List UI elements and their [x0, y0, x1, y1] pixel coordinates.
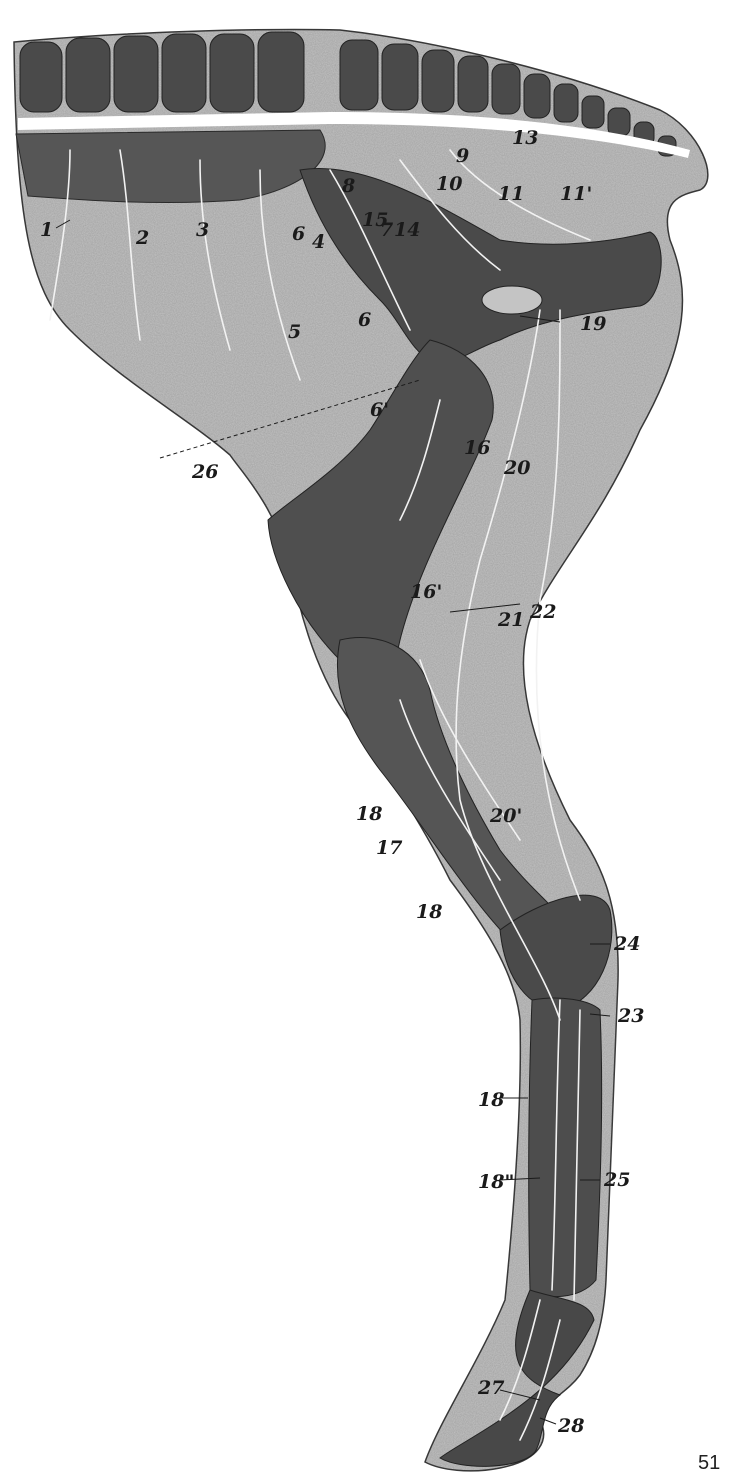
label-16: 16 — [464, 437, 490, 459]
page-number: 51 — [698, 1452, 720, 1475]
obturator-foramen — [482, 286, 542, 314]
label-11: 11 — [498, 183, 524, 205]
label-10: 10 — [436, 173, 462, 195]
label-20a: 20' — [489, 805, 522, 827]
cannon-bone — [529, 998, 602, 1297]
label-13: 13 — [512, 127, 538, 149]
label-19: 19 — [580, 313, 606, 335]
label-17: 17 — [376, 837, 402, 859]
label-20: 20 — [503, 457, 530, 479]
label-11a: 11' — [560, 183, 592, 205]
label-18a: 18 — [356, 803, 382, 825]
label-2: 2 — [135, 227, 149, 249]
label-27: 27 — [477, 1377, 504, 1399]
label-26: 26 — [191, 461, 218, 483]
label-6a: 6' — [370, 399, 389, 421]
label-18d: 18" — [478, 1171, 514, 1193]
label-8: 8 — [341, 175, 355, 197]
label-18c: 18 — [478, 1089, 504, 1111]
label-21: 21 — [497, 609, 524, 631]
label-9: 9 — [456, 145, 469, 167]
label-25: 25 — [603, 1169, 630, 1191]
label-1: 1 — [40, 219, 53, 241]
label-4: 4 — [312, 231, 325, 253]
label-22: 22 — [529, 601, 556, 623]
label-3: 3 — [196, 219, 209, 241]
label-15: 15 — [362, 209, 388, 231]
label-23: 23 — [617, 1005, 644, 1027]
label-6b: 6 — [292, 223, 305, 245]
label-5: 5 — [288, 321, 301, 343]
label-24: 24 — [613, 933, 640, 955]
label-18b: 18 — [416, 901, 442, 923]
label-28: 28 — [557, 1415, 584, 1437]
label-16a: 16' — [410, 581, 442, 603]
label-14: 14 — [394, 219, 420, 241]
label-6: 6 — [358, 309, 371, 331]
